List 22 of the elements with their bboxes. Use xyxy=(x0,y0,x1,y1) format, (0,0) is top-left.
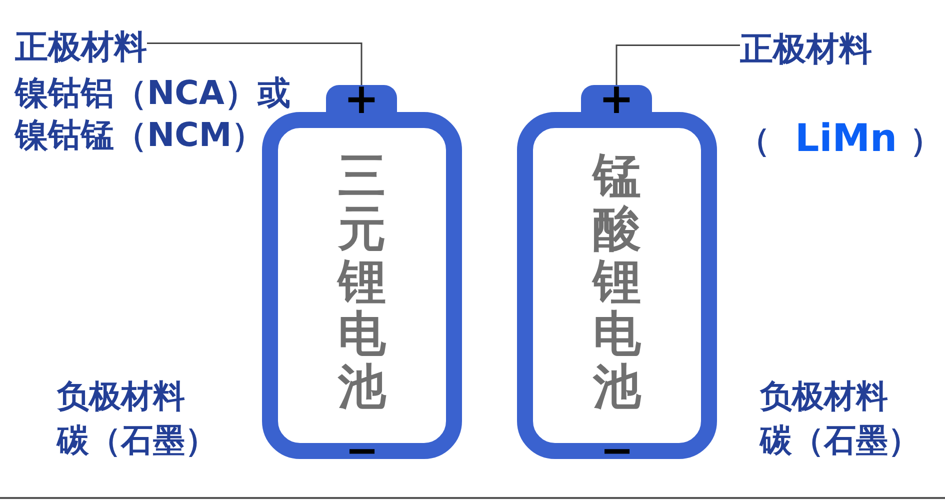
battery-name-text: 三元锂电池 xyxy=(338,150,386,414)
material-text: ） xyxy=(910,122,942,158)
material-text: 镍钴铝（NCA）或镍钴锰（NCM） xyxy=(15,72,292,156)
plus-sign: + xyxy=(342,85,380,112)
caption-text: 负极材料 xyxy=(57,380,185,412)
battery-body xyxy=(517,112,717,459)
battery-terminal xyxy=(581,85,652,112)
caption-text: 负极材料 xyxy=(760,380,888,412)
battery-body xyxy=(262,112,462,459)
plus-sign: + xyxy=(598,85,636,112)
caption-text: 碳（石墨） xyxy=(57,424,217,456)
leader-line xyxy=(616,44,740,85)
battery-terminal xyxy=(326,85,397,112)
callout-text: 正极材料 xyxy=(15,30,147,63)
minus-sign: − xyxy=(344,443,380,459)
leader-line xyxy=(147,42,362,85)
minus-sign: − xyxy=(599,443,635,459)
material-text: LiMn xyxy=(795,118,898,158)
battery-name-text: 锰酸锂电池 xyxy=(593,150,641,414)
caption-text: 碳（石墨） xyxy=(760,424,920,456)
callout-text: 正极材料 xyxy=(740,32,872,65)
material-text: （ xyxy=(738,122,770,158)
